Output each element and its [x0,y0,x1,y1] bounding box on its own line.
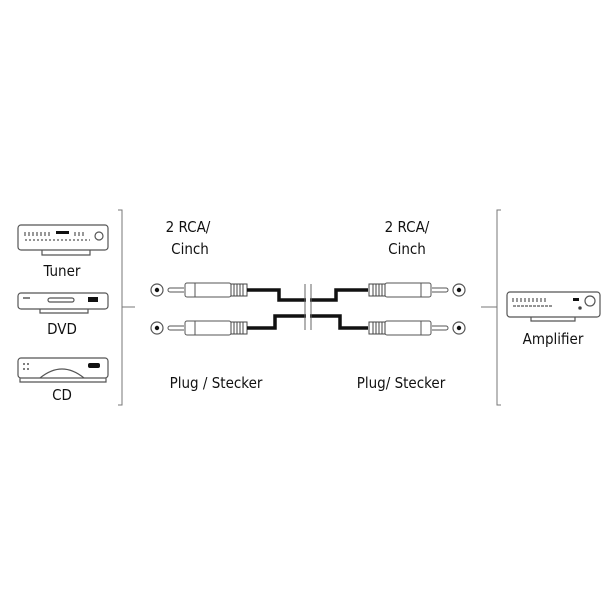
left-bracket [118,209,135,406]
dvd-player-icon [17,292,109,314]
right-connector-type: 2 RCA/ [385,218,430,236]
right-plug-label: Plug/ Stecker [357,374,446,392]
rca-plug-left-bottom [150,320,248,336]
cd-label: CD [52,386,72,404]
right-bracket [481,209,501,406]
amplifier-label: Amplifier [523,330,584,348]
cable [247,288,368,330]
cd-player-icon [17,357,109,383]
left-connector-type: 2 RCA/ [166,218,211,236]
left-connector-type2: Cinch [171,240,209,258]
right-connector-type2: Cinch [388,240,426,258]
rca-plug-left-top [150,282,248,298]
left-plug-label: Plug / Stecker [170,374,263,392]
tuner-label: Tuner [43,262,81,280]
rca-plug-right-top [368,282,466,298]
amplifier-icon [506,291,601,322]
dvd-label: DVD [47,320,77,338]
rca-plug-right-bottom [368,320,466,336]
cable-break-marks [304,284,312,330]
tuner-icon [17,224,109,256]
